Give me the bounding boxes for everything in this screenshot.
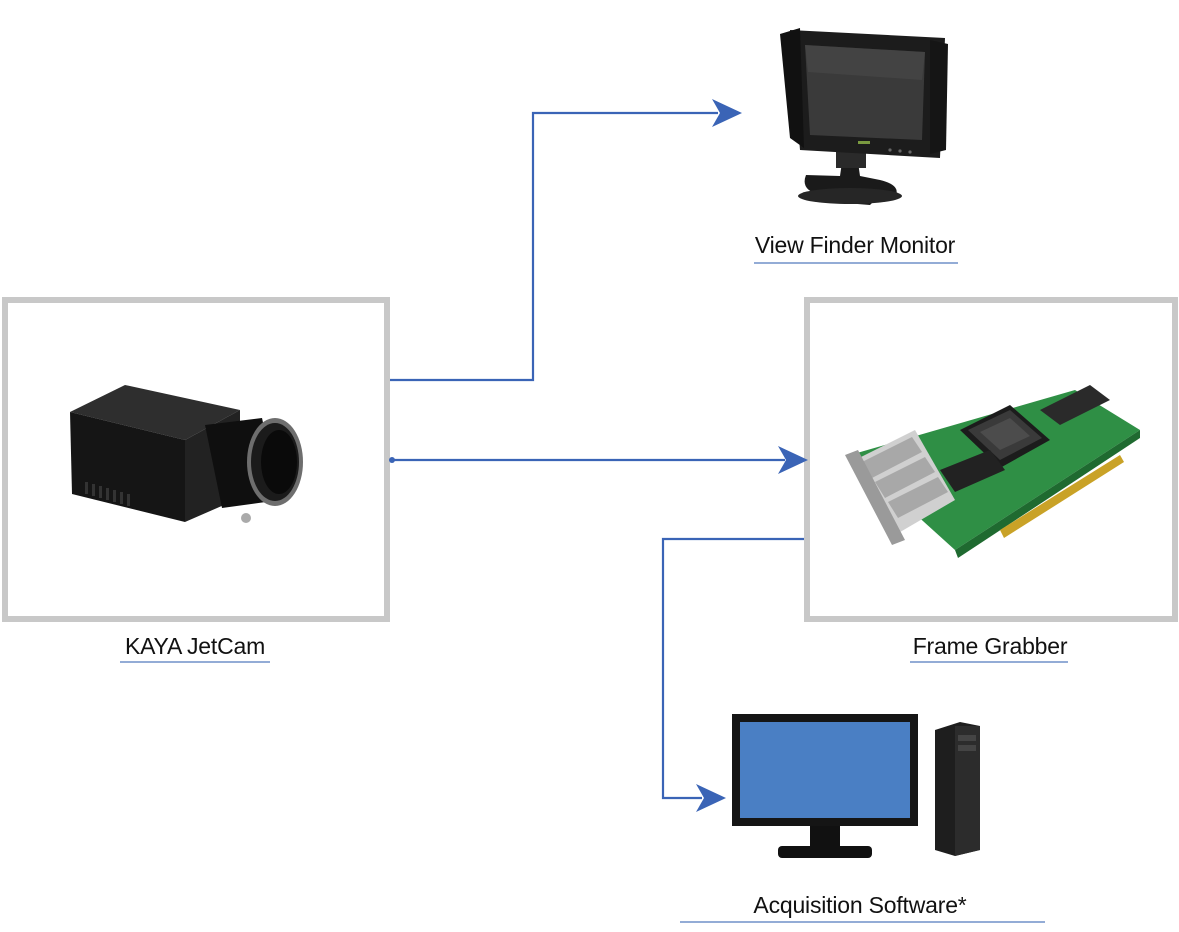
camera-label: KAYA JetCam (124, 633, 266, 659)
arrowhead-monitor (712, 99, 742, 127)
grabber-label-underline (910, 661, 1068, 663)
connector-camera-to-monitor (390, 111, 718, 382)
pc-illustration (732, 714, 980, 858)
camera-label-underline (120, 661, 270, 663)
connector-dot (389, 457, 395, 463)
grabber-label: Frame Grabber (912, 633, 1068, 659)
frame-grabber-illustration (845, 385, 1140, 558)
monitor-label: View Finder Monitor (754, 232, 956, 258)
pc-label: Acquisition Software* (753, 892, 967, 918)
monitor-label-underline (754, 262, 958, 264)
arrowhead-grabber (778, 446, 808, 474)
connector-grabber-to-pc (661, 537, 804, 800)
camera-illustration (70, 385, 303, 523)
arrowhead-pc (696, 784, 726, 812)
pc-label-underline (680, 921, 1045, 923)
monitor-illustration (780, 28, 948, 205)
